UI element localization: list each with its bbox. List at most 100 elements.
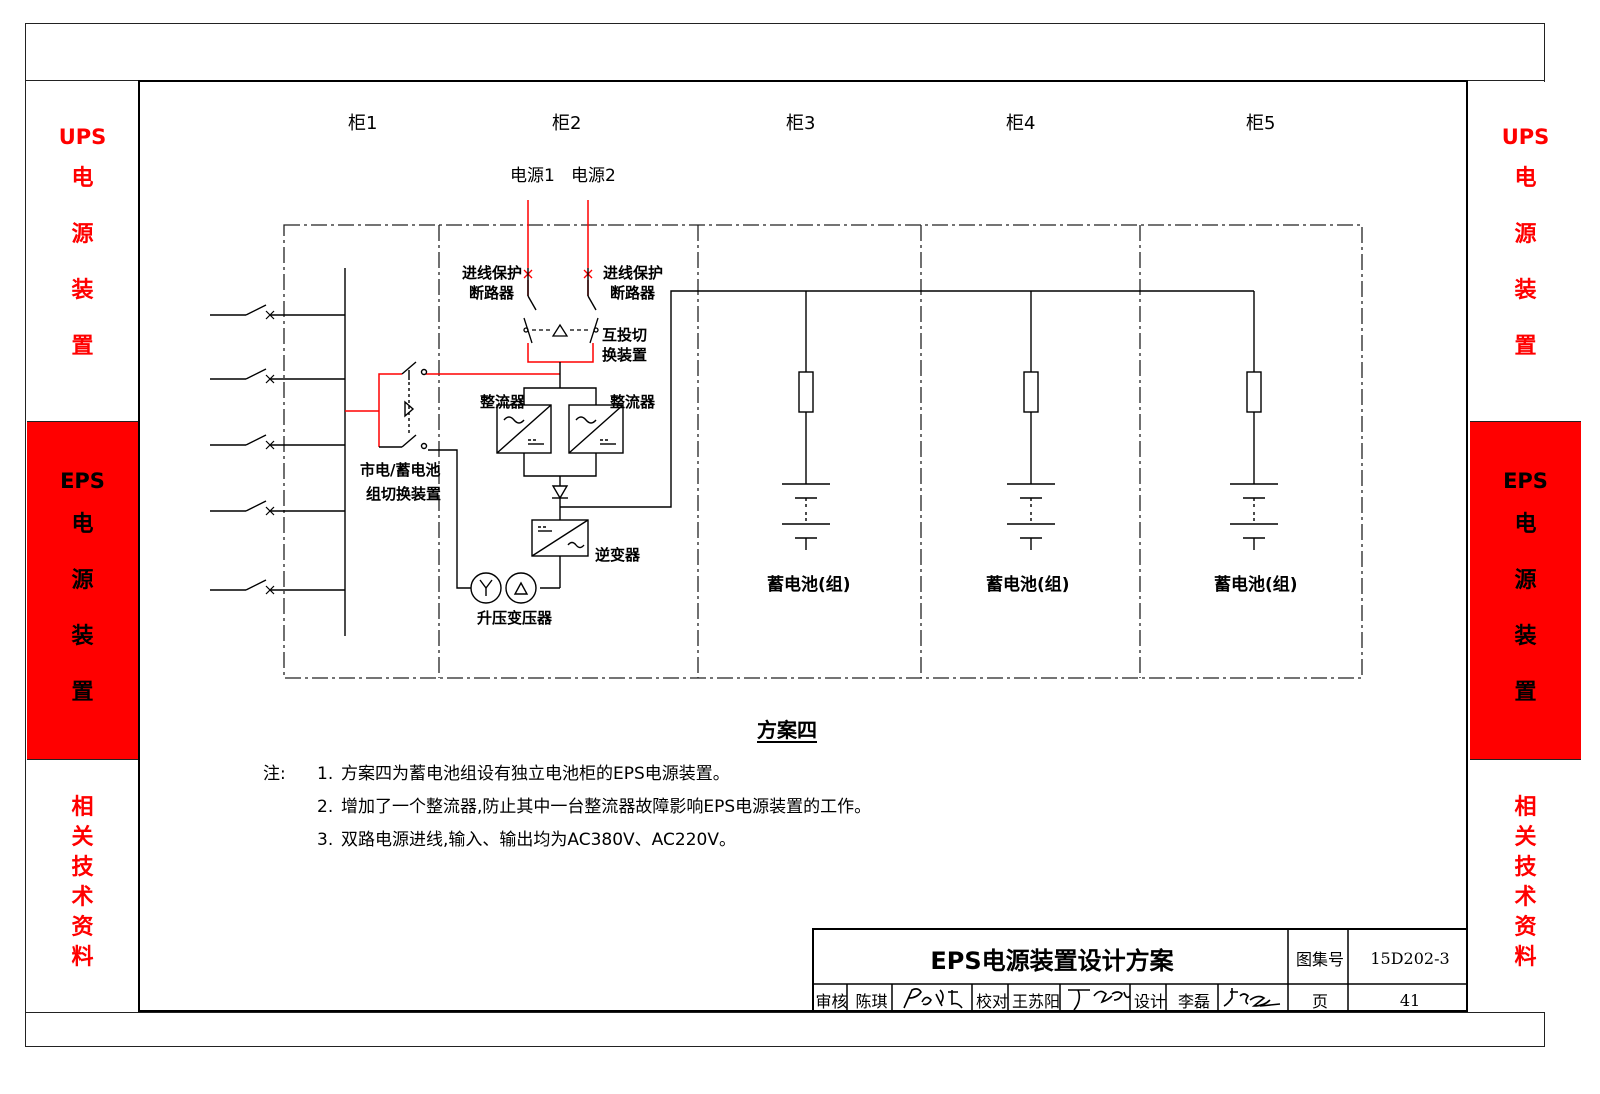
changeover-label: 组切换装置 bbox=[366, 485, 441, 503]
transformer-label: 升压变压器 bbox=[477, 609, 553, 627]
rectifier-bus bbox=[523, 290, 1255, 520]
tab-char: 源 bbox=[71, 568, 94, 593]
tab-char: 术 bbox=[1514, 885, 1537, 910]
tab-divider bbox=[1470, 421, 1581, 422]
battery-label: 蓄电池(组) bbox=[986, 574, 1070, 595]
reviewer-name: 陈琪 bbox=[855, 992, 888, 1011]
tab-divider bbox=[27, 759, 138, 760]
atlas-no-value: 15D202-3 bbox=[1370, 948, 1450, 968]
cabinet-label: 柜1 bbox=[348, 113, 377, 134]
changeover-label: 市电/蓄电池 bbox=[360, 461, 440, 479]
breaker-right-label: 断路器 bbox=[610, 284, 656, 302]
tab-char: 料 bbox=[1514, 945, 1537, 970]
tab-char: 电 bbox=[71, 512, 94, 537]
page-label: 页 bbox=[1311, 992, 1328, 1011]
note-number: 3. bbox=[317, 830, 334, 850]
note-text: 方案四为蓄电池组设有独立电池柜的EPS电源装置。 bbox=[341, 764, 730, 784]
tab-char: 置 bbox=[71, 680, 94, 705]
left-tab-ups[interactable]: UPS 电 源 装 置 bbox=[27, 82, 138, 421]
tab-char: 源 bbox=[1514, 222, 1537, 247]
tab-char: 置 bbox=[1514, 334, 1537, 359]
utility-power-path bbox=[345, 200, 594, 447]
check-label: 校对 bbox=[975, 992, 1008, 1011]
cabinet-label: 柜4 bbox=[1006, 113, 1035, 134]
rectifier-right-symbol bbox=[568, 404, 624, 454]
notes-prefix: 注: bbox=[263, 764, 286, 784]
tab-char: 装 bbox=[71, 624, 94, 649]
drawing-title: EPS电源装置设计方案 bbox=[930, 946, 1174, 975]
tab-char: 资 bbox=[71, 915, 94, 940]
tab-char: 技 bbox=[1514, 855, 1537, 880]
tab-char: 相 bbox=[71, 795, 94, 820]
rectifier-left-symbol bbox=[496, 404, 552, 454]
changeover-switch bbox=[379, 361, 428, 450]
left-tab-related[interactable]: 相 关 技 术 资 料 bbox=[27, 759, 138, 1012]
tab-char: 相 bbox=[1514, 795, 1537, 820]
tab-char: 料 bbox=[71, 945, 94, 970]
note-text: 增加了一个整流器,防止其中一台整流器故障影响EPS电源装置的工作。 bbox=[341, 797, 872, 817]
tab-char: 置 bbox=[71, 334, 94, 359]
tab-eps-label: EPS bbox=[1503, 469, 1548, 493]
tab-char: 术 bbox=[71, 885, 94, 910]
battery-label: 蓄电池(组) bbox=[1214, 574, 1298, 595]
tab-eps-label: EPS bbox=[60, 469, 105, 493]
source-1-label: 电源1 bbox=[510, 166, 555, 186]
tab-divider bbox=[1470, 759, 1581, 760]
note-row: 注: 1. 方案四为蓄电池组设有独立电池柜的EPS电源装置。 bbox=[263, 758, 871, 791]
note-number: 2. bbox=[317, 797, 334, 817]
left-tab-eps[interactable]: EPS 电 源 装 置 bbox=[27, 421, 138, 759]
note-row: 2. 增加了一个整流器,防止其中一台整流器故障影响EPS电源装置的工作。 bbox=[263, 791, 871, 824]
tab-char: 源 bbox=[71, 222, 94, 247]
tab-char: 技 bbox=[71, 855, 94, 880]
distribution-busbar bbox=[210, 268, 346, 636]
inverter-label: 逆变器 bbox=[595, 546, 641, 564]
rectifier-right-label: 整流器 bbox=[610, 393, 656, 411]
tab-char: 资 bbox=[1514, 915, 1537, 940]
battery-label: 蓄电池(组) bbox=[767, 574, 851, 595]
signature-designer bbox=[1223, 988, 1281, 1007]
right-tab-related[interactable]: 相 关 技 术 资 料 bbox=[1470, 759, 1581, 1012]
tab-char: 装 bbox=[71, 278, 94, 303]
cabinet-label: 柜5 bbox=[1246, 113, 1275, 134]
incoming-breaker-marks bbox=[523, 269, 593, 279]
ats-symbol bbox=[523, 317, 599, 344]
atlas-no-label: 图集号 bbox=[1295, 950, 1344, 969]
tab-char: 关 bbox=[1514, 825, 1537, 850]
tab-char: 关 bbox=[71, 825, 94, 850]
tab-ups-label: UPS bbox=[58, 125, 107, 149]
note-number: 1. bbox=[317, 764, 334, 784]
title-block-grid bbox=[812, 928, 1468, 1012]
cabinet-boundaries bbox=[283, 224, 1363, 679]
battery-bank-5 bbox=[1230, 371, 1278, 550]
breaker-left-label: 断路器 bbox=[469, 284, 515, 302]
note-text: 双路电源进线,输入、输出均为AC380V、AC220V。 bbox=[341, 830, 736, 850]
designer-name: 李磊 bbox=[1177, 992, 1210, 1011]
cabinet-label: 柜3 bbox=[786, 113, 815, 134]
page-number: 41 bbox=[1399, 990, 1421, 1010]
design-label: 设计 bbox=[1133, 992, 1166, 1011]
tab-ups-label: UPS bbox=[1501, 125, 1550, 149]
ats-label: 互投切 bbox=[602, 326, 647, 344]
signature-reviewer bbox=[903, 988, 963, 1009]
battery-bank-3 bbox=[782, 371, 830, 550]
tab-char: 置 bbox=[1514, 680, 1537, 705]
cabinet-label: 柜2 bbox=[552, 113, 581, 134]
checker-name: 王苏阳 bbox=[1011, 992, 1060, 1011]
signature-checker bbox=[1068, 989, 1131, 1011]
tab-char: 电 bbox=[71, 166, 94, 191]
right-tab-ups[interactable]: UPS 电 源 装 置 bbox=[1470, 82, 1581, 421]
source-2-label: 电源2 bbox=[571, 166, 616, 186]
tab-char: 装 bbox=[1514, 278, 1537, 303]
bottom-margin-line bbox=[25, 1012, 1545, 1013]
tab-char: 源 bbox=[1514, 568, 1537, 593]
title-block: EPS电源装置设计方案 图集号 15D202-3 审核 陈琪 校对 王苏阳 设计… bbox=[812, 928, 1468, 1012]
tab-char: 电 bbox=[1514, 512, 1537, 537]
breaker-right-label: 进线保护 bbox=[603, 264, 663, 282]
tab-char: 装 bbox=[1514, 624, 1537, 649]
transformer-symbol bbox=[428, 449, 537, 604]
note-row: 3. 双路电源进线,输入、输出均为AC380V、AC220V。 bbox=[263, 824, 871, 857]
battery-bank-4 bbox=[1007, 371, 1055, 550]
drawing-frame bbox=[138, 80, 1468, 1012]
right-tab-eps[interactable]: EPS 电 源 装 置 bbox=[1470, 421, 1581, 759]
